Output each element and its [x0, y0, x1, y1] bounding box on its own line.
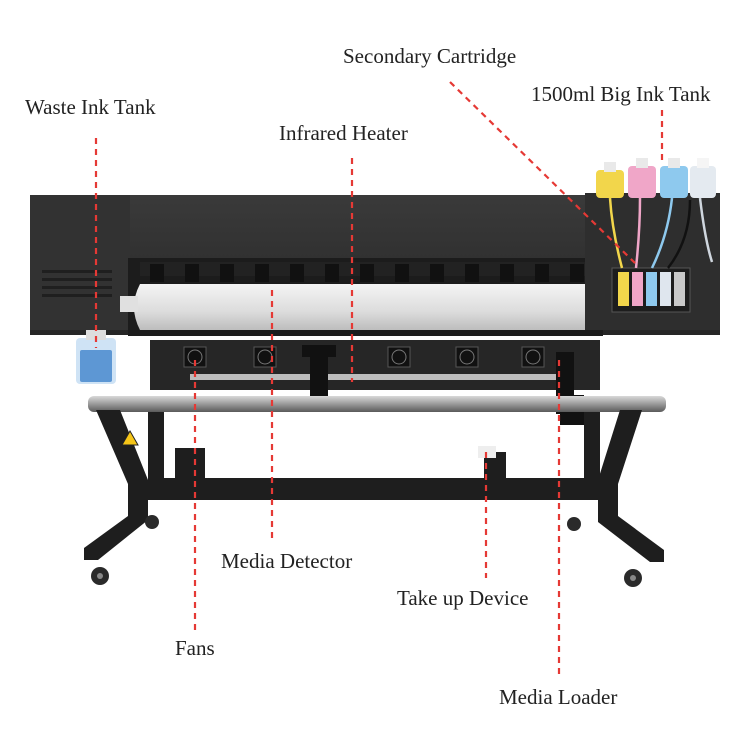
ink-bottle-icon	[596, 158, 716, 198]
label-fans: Fans	[175, 636, 215, 660]
waste-ink-tank	[76, 330, 116, 384]
carriage-rail	[140, 262, 600, 282]
leader-lines	[94, 81, 664, 678]
label-media-loader: Media Loader	[499, 685, 618, 709]
ink-supply-box	[585, 193, 720, 330]
front-roller	[88, 396, 666, 412]
ink-tubes	[608, 197, 714, 269]
label-media-detector: Media Detector	[221, 549, 353, 573]
label-waste-ink-tank: Waste Ink Tank	[25, 95, 156, 119]
label-take-up-device: Take up Device	[397, 586, 529, 610]
printer-stand	[84, 410, 664, 562]
platen-cover	[134, 284, 600, 330]
label-secondary-cartridge: Secondary Cartridge	[343, 44, 517, 68]
label-big-ink-tank: 1500ml Big Ink Tank	[531, 82, 711, 106]
label-infrared-heater: Infrared Heater	[279, 121, 408, 145]
warning-icon	[121, 429, 139, 446]
